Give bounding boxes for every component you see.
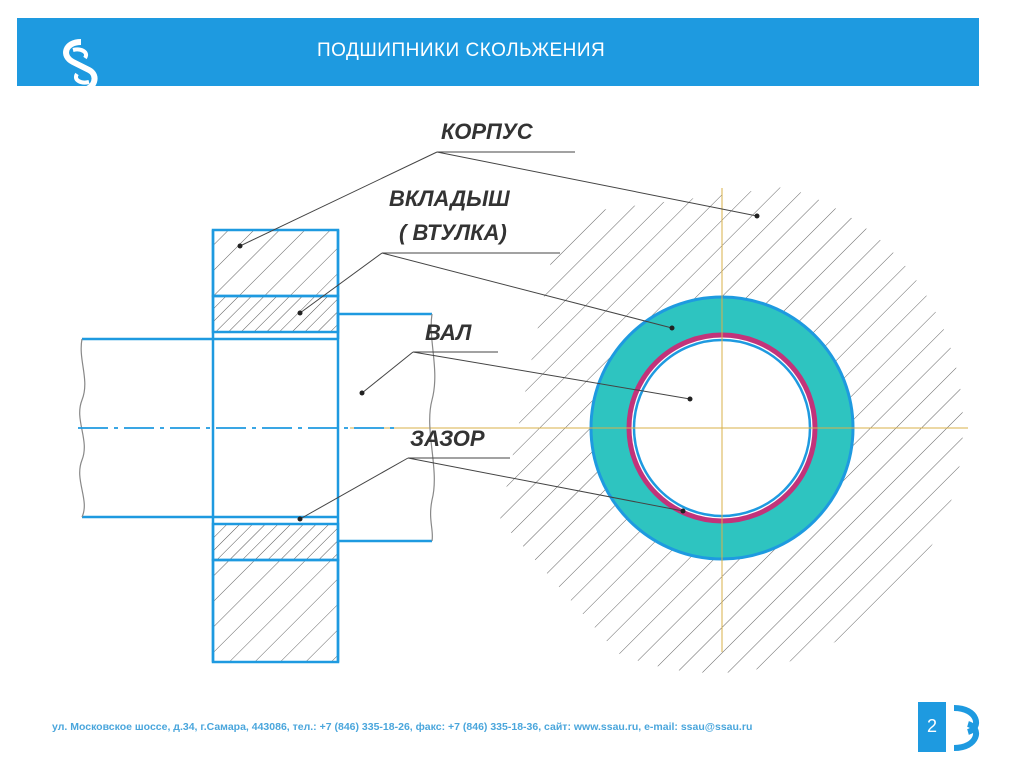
label-liner-alt: ( ВТУЛКА) [399, 220, 507, 245]
page-number: 2 [926, 716, 937, 736]
bearing-diagram: КОРПУС ВКЛАДЫШ ( ВТУЛКА) ВАЛ ЗАЗОР [78, 119, 968, 673]
shaft-break-left [79, 338, 86, 518]
leader-lines [239, 151, 758, 520]
label-housing: КОРПУС [441, 119, 534, 144]
page-number-box: 2 [918, 702, 946, 752]
shaft-side-view [82, 312, 432, 543]
page-title: ПОДШИПНИКИ СКОЛЬЖЕНИЯ [317, 40, 606, 61]
footer-contacts: ул. Московское шоссе, д.34, г.Самара, 44… [52, 721, 753, 733]
leader-dots [237, 213, 760, 522]
university-logo-icon [63, 39, 98, 93]
footer-logo-icon [953, 705, 979, 751]
label-gap: ЗАЗОР [410, 426, 485, 451]
shaft-break-right [429, 313, 436, 542]
label-shaft: ВАЛ [425, 320, 472, 345]
label-liner: ВКЛАДЫШ [389, 186, 510, 211]
header-bar: ПОДШИПНИКИ СКОЛЬЖЕНИЯ [17, 18, 979, 93]
